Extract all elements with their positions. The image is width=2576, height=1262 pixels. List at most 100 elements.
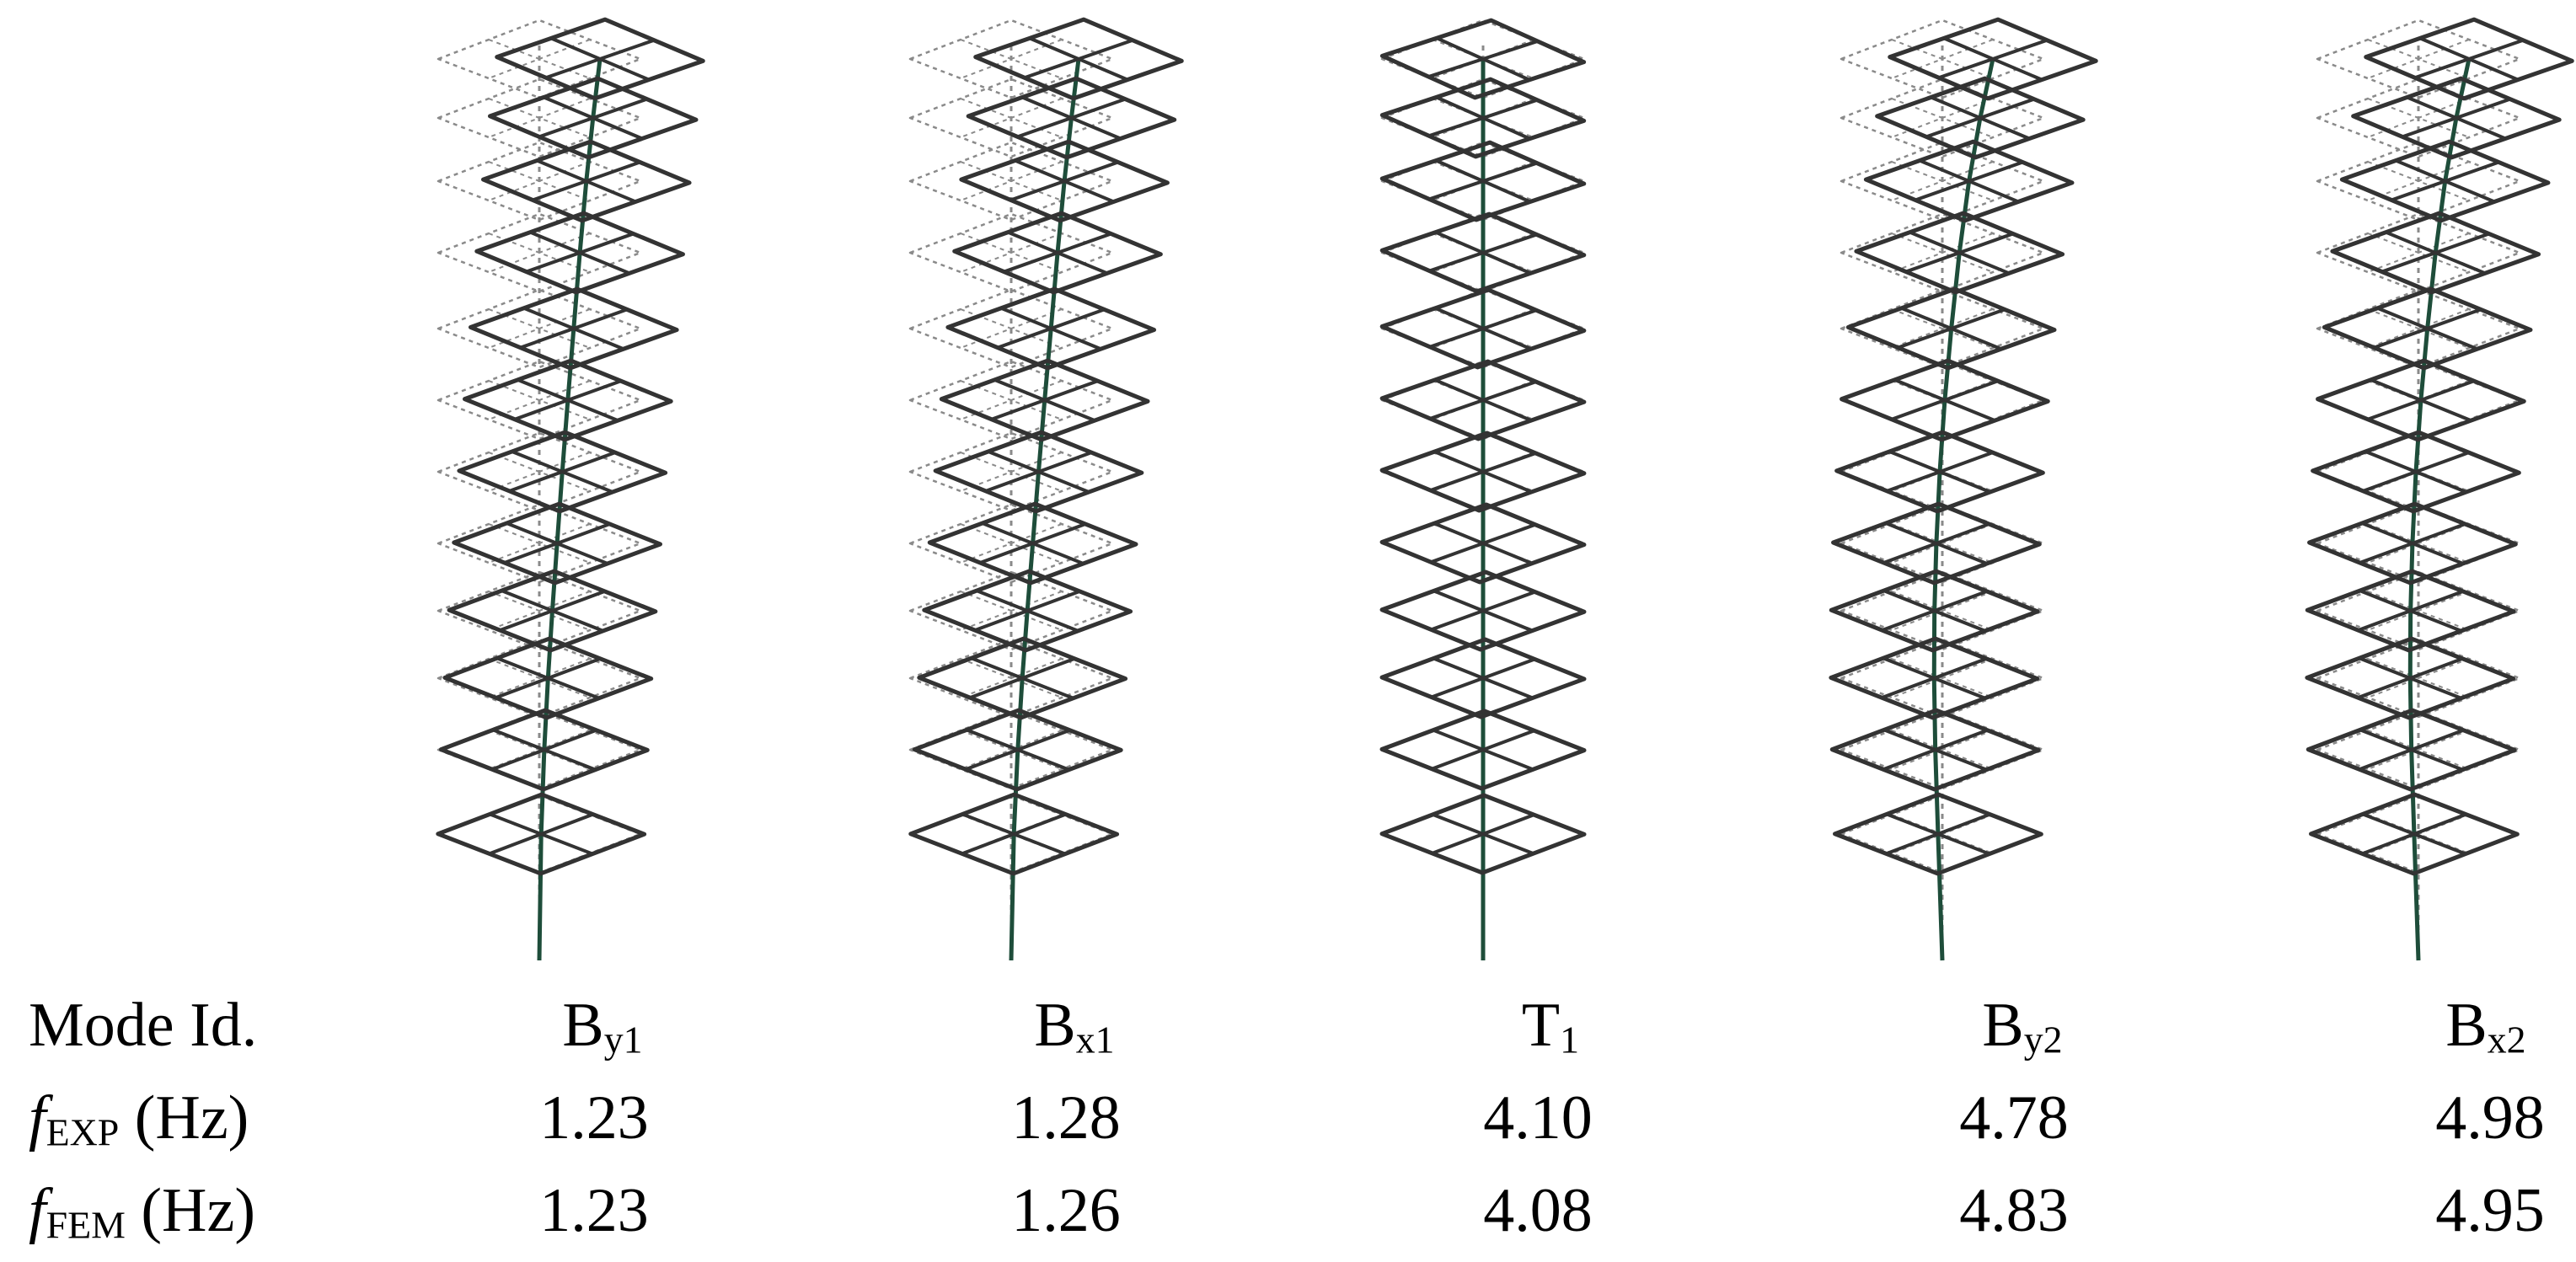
mode-id-by2: By2 <box>1982 991 2063 1061</box>
deformed-floor <box>1379 430 1587 513</box>
deformed-floor <box>1379 287 1587 370</box>
deformed-floor <box>1379 502 1587 585</box>
f-exp-value: 1.23 <box>539 1083 649 1152</box>
undeformed-floor <box>1840 141 2045 222</box>
deformed-floor <box>933 430 1144 514</box>
undeformed-floor <box>1840 638 2045 719</box>
mode-id-label: Mode Id. <box>29 991 258 1060</box>
deformed-floor <box>2339 139 2551 223</box>
deformed-floor <box>927 501 1138 586</box>
deformed-floor <box>468 286 679 371</box>
undeformed-floor <box>908 431 1114 512</box>
undeformed-floor <box>436 141 642 222</box>
deformed-floor <box>2309 792 2520 876</box>
deformed-floor <box>487 76 699 160</box>
undeformed-floor <box>1840 288 2045 369</box>
undeformed-floor <box>908 638 1114 719</box>
deformed-floor <box>1829 708 2041 792</box>
undeformed-floor <box>2316 141 2521 222</box>
undeformed-floor <box>1840 570 2045 651</box>
deformed-floor <box>495 17 705 101</box>
deformed-floor <box>1875 76 2086 160</box>
deformed-floor <box>1379 709 1587 791</box>
deformed-floor <box>1834 430 2045 514</box>
undeformed-floor <box>2316 19 2521 99</box>
deformed-floor <box>1379 77 1587 159</box>
deformed-floor <box>452 501 663 586</box>
deformed-floor <box>1379 140 1587 222</box>
deformed-floor <box>952 211 1163 295</box>
undeformed-floor <box>908 212 1114 293</box>
deformed-floor <box>973 17 1184 101</box>
mode-shape-bx1 <box>908 17 1184 961</box>
deformed-floor <box>945 286 1157 371</box>
deformed-floor <box>912 708 1123 792</box>
mode-shape-by2 <box>1829 17 2098 961</box>
deformed-floor <box>1379 570 1587 652</box>
undeformed-floor <box>1840 503 2045 584</box>
f-exp-label: fEXP (Hz) <box>29 1083 249 1154</box>
f-exp-value: 4.78 <box>1959 1083 2069 1152</box>
deformed-floor <box>1379 359 1587 441</box>
f-exp-value: 1.28 <box>1011 1083 1121 1152</box>
mode-shape-figure <box>436 17 2574 961</box>
deformed-floor <box>908 792 1120 876</box>
undeformed-floor <box>908 141 1114 222</box>
undeformed-floor <box>2316 503 2521 584</box>
deformed-floor <box>1379 637 1587 719</box>
undeformed-floor <box>436 709 642 790</box>
undeformed-floor <box>1840 709 2045 790</box>
deformed-floor <box>2306 708 2517 792</box>
deformed-floor <box>1829 636 2040 720</box>
deformed-floor <box>2330 211 2541 295</box>
deformed-floor <box>463 358 673 442</box>
deformed-floor <box>447 569 658 653</box>
deformed-floor <box>2322 286 2533 371</box>
deformed-floor <box>2305 636 2516 720</box>
deformed-floor <box>1829 569 2040 653</box>
deformed-floor <box>1831 501 2042 586</box>
f-fem-value: 4.08 <box>1483 1176 1593 1245</box>
deformed-floor <box>922 569 1133 653</box>
deformed-floor <box>966 76 1177 160</box>
mode-shape-bx2 <box>2305 17 2574 961</box>
deformed-floor <box>2307 501 2518 586</box>
undeformed-floor <box>2316 570 2521 651</box>
deformed-floor <box>480 139 692 223</box>
deformed-floor <box>1379 211 1587 294</box>
f-fem-value: 1.23 <box>539 1176 649 1245</box>
deformed-floor <box>1840 358 2050 442</box>
deformed-floor <box>438 708 650 792</box>
deformed-floor <box>2364 17 2574 101</box>
undeformed-floor <box>908 709 1114 790</box>
deformed-floor <box>2316 358 2526 442</box>
undeformed-floor <box>436 570 642 651</box>
undeformed-floor <box>2316 638 2521 719</box>
undeformed-floor <box>908 503 1114 584</box>
deformed-floor <box>474 211 685 295</box>
mode-id-bx2: Bx2 <box>2445 991 2526 1061</box>
undeformed-floor <box>436 503 642 584</box>
mode-id-bx1: Bx1 <box>1034 991 1115 1061</box>
f-exp-value: 4.10 <box>1483 1083 1593 1152</box>
deformed-floor <box>1888 17 2098 101</box>
mode-shape-by1 <box>436 17 705 961</box>
undeformed-floor <box>436 638 642 719</box>
f-fem-value: 4.83 <box>1959 1176 2069 1245</box>
mode-id-t1: T1 <box>1521 991 1580 1061</box>
deformed-floor <box>1863 139 2075 223</box>
undeformed-floor <box>2316 709 2521 790</box>
undeformed-floor <box>2316 212 2521 293</box>
deformed-floor <box>442 636 654 720</box>
deformed-floor <box>939 358 1150 442</box>
undeformed-floor <box>908 570 1114 651</box>
deformed-floor <box>457 430 668 514</box>
f-fem-value: 4.95 <box>2435 1176 2545 1245</box>
f-fem-label: fFEM (Hz) <box>29 1176 255 1247</box>
undeformed-floor <box>436 78 642 158</box>
deformed-floor <box>2311 430 2521 514</box>
deformed-floor <box>2305 569 2516 653</box>
deformed-floor <box>917 636 1128 720</box>
undeformed-floor <box>1840 19 2045 99</box>
mode-shape-t1 <box>1379 18 1587 960</box>
